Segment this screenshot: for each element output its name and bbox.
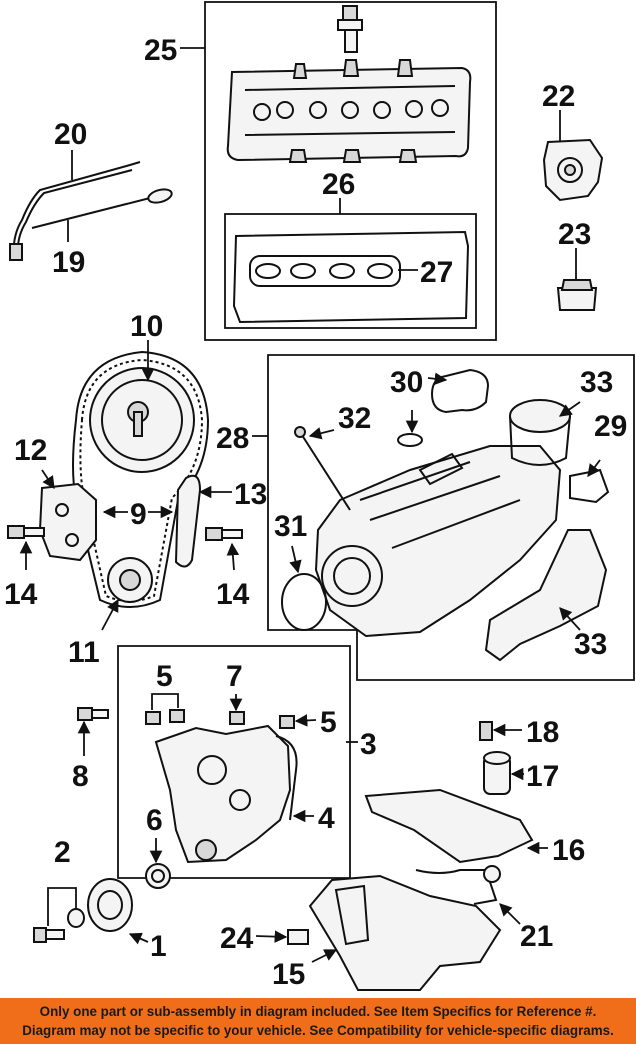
callout-5b: 5 — [320, 706, 337, 739]
callout-28: 28 — [216, 422, 249, 455]
disclaimer-banner: Only one part or sub-assembly in diagram… — [0, 998, 636, 1044]
callout-7: 7 — [226, 660, 243, 693]
callout-15: 15 — [272, 958, 305, 991]
intake-manifold — [314, 445, 562, 638]
callout-17: 17 — [526, 760, 559, 793]
callout-31: 31 — [274, 510, 307, 543]
callout-10: 10 — [130, 310, 163, 343]
callout-23: 23 — [558, 218, 591, 251]
plugs — [145, 709, 295, 729]
chain-tensioner — [38, 482, 97, 562]
intake-manifold-box — [267, 354, 635, 681]
cam-sprocket — [89, 367, 195, 473]
oil-filter — [483, 751, 511, 795]
callout-26: 26 — [322, 168, 355, 201]
callout-3: 3 — [360, 728, 377, 761]
callout-14a: 14 — [4, 578, 38, 611]
callout-11: 11 — [68, 636, 100, 669]
leader-lines — [19, 47, 601, 963]
callout-5a: 5 — [156, 660, 173, 693]
callout-24: 24 — [220, 922, 254, 955]
o-ring-seal — [397, 433, 423, 447]
oil-pan — [308, 874, 502, 991]
callout-25: 25 — [144, 34, 177, 67]
valve-cover — [226, 59, 472, 163]
callout-6: 6 — [146, 804, 163, 837]
callout-13: 13 — [234, 478, 267, 511]
callout-4: 4 — [318, 802, 335, 835]
oil-filler-cap — [556, 279, 598, 311]
callout-18: 18 — [526, 716, 559, 749]
bolt-8 — [77, 707, 109, 721]
oil-pickup — [415, 865, 501, 905]
valve-cover-gasket — [232, 230, 470, 324]
disclaimer-line-2: Diagram may not be specific to your vehi… — [22, 1023, 614, 1038]
callout-30: 30 — [390, 366, 423, 399]
callout-27: 27 — [420, 256, 453, 289]
pcv-valve — [337, 5, 363, 53]
callout-33a: 33 — [580, 366, 613, 399]
disclaimer-line-1: Only one part or sub-assembly in diagram… — [39, 1004, 597, 1019]
windage-tray — [364, 788, 534, 864]
callout-29: 29 — [594, 410, 627, 443]
callout-22: 22 — [542, 80, 575, 113]
crank-sprocket — [107, 557, 153, 603]
bolt-right — [205, 527, 243, 541]
drain-plug — [287, 929, 309, 945]
callout-20: 20 — [54, 118, 87, 151]
manifold-cover — [484, 529, 608, 662]
callout-9: 9 — [130, 498, 147, 531]
oil-pressure-sensor — [479, 721, 493, 741]
callout-labels: 25 20 19 22 23 26 27 10 30 33 32 28 29 1… — [4, 34, 627, 991]
callout-19: 19 — [52, 246, 85, 279]
pulley-bolt — [33, 927, 65, 943]
engine-parts-diagram: 25 20 19 22 23 26 27 10 30 33 32 28 29 1… — [4, 1, 635, 991]
throttle-body-gasket — [281, 573, 327, 631]
valve-cover-box — [204, 1, 497, 341]
egr-gasket — [430, 368, 490, 414]
sensor-wire — [275, 735, 298, 821]
washer — [67, 908, 85, 928]
callout-14b: 14 — [216, 578, 250, 611]
callout-21: 21 — [520, 920, 553, 953]
chain-guide — [174, 474, 202, 568]
callout-32: 32 — [338, 402, 371, 435]
callout-33b: 33 — [574, 628, 607, 661]
callout-8: 8 — [72, 760, 89, 793]
filter-element — [509, 399, 571, 466]
callout-2: 2 — [54, 836, 71, 869]
dipstick-tube — [9, 161, 141, 261]
fuel-rail — [294, 426, 351, 511]
front-crank-seal — [145, 863, 171, 889]
gasket-inner-box — [224, 213, 477, 329]
bolt-left — [7, 525, 45, 539]
callout-16: 16 — [552, 834, 585, 867]
dipstick — [31, 188, 173, 229]
timing-cover — [154, 724, 292, 864]
callout-12: 12 — [14, 434, 47, 467]
cam-phaser-housing — [542, 138, 604, 202]
crank-pulley — [87, 878, 133, 932]
callout-1: 1 — [150, 930, 167, 963]
